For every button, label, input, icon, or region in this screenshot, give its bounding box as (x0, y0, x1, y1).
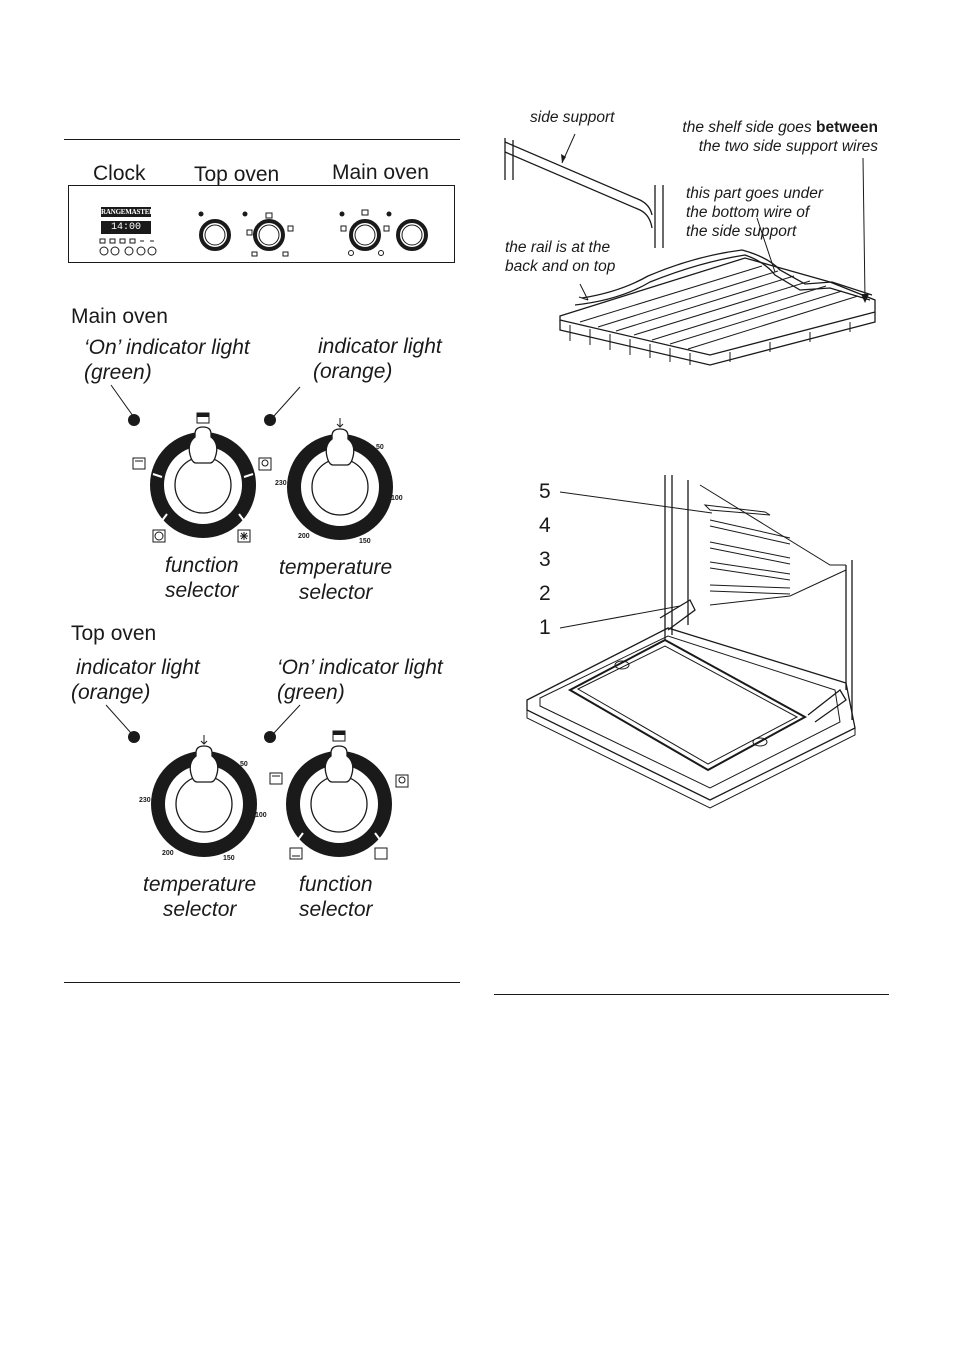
top-temperature-selector[interactable]: 50 100 150 200 230 (139, 735, 267, 862)
svg-text:150: 150 (223, 855, 235, 862)
main-ind-light-label: indicator light(orange) (313, 335, 442, 383)
shelf-position-5: 5 (539, 480, 551, 503)
top-heat-icon (269, 772, 283, 785)
brand-logo: RANGEMASTER (101, 207, 155, 217)
top-on-light-label: ‘On’ indicator light(green) (277, 656, 443, 704)
main-on-indicator-light (128, 414, 140, 426)
shelf-position-4: 4 (539, 514, 551, 537)
top-on-indicator-light (264, 731, 276, 743)
svg-text:230: 230 (275, 480, 287, 487)
svg-text:50: 50 (240, 761, 248, 768)
control-panel: RANGEMASTER 14:00 (68, 185, 455, 263)
svg-text:200: 200 (162, 850, 174, 857)
shelf-position-2: 2 (539, 582, 551, 605)
clock-label: Clock (93, 162, 146, 185)
main-temperature-selector[interactable]: 50 100 150 200 230 (275, 418, 403, 545)
shelf-position-1: 1 (539, 616, 551, 639)
main-on-light-label: ‘On’ indicator light(green) (84, 336, 250, 384)
top-oven-light-icon (395, 774, 409, 788)
base-heat-icon (132, 457, 146, 470)
oven-cavity (526, 475, 856, 809)
top-left-rule (64, 139, 460, 140)
between-label: the shelf side goes between the two side… (682, 119, 878, 155)
svg-text:100: 100 (391, 495, 403, 502)
position-1-leader (559, 605, 681, 629)
top-oven-heading: Top oven (71, 622, 157, 645)
bottom-left-rule (64, 982, 460, 983)
panel-controls (99, 209, 428, 257)
side-support-label: side support (530, 109, 615, 126)
top-orange-indicator-light (128, 731, 140, 743)
shelf-position-3: 3 (539, 548, 551, 571)
top-ind-light-label: indicator light(orange) (71, 656, 200, 704)
svg-text:50: 50 (376, 444, 384, 451)
position-5-leader (559, 491, 713, 514)
main-oven-heading: Main oven (71, 305, 168, 328)
bottom-right-rule (494, 994, 889, 995)
svg-text:230: 230 (139, 797, 151, 804)
top-function-selector[interactable] (286, 745, 392, 857)
top-grill-icon (332, 730, 346, 742)
fan-icon (152, 529, 166, 543)
grill-icon (196, 412, 210, 424)
svg-text:100: 100 (255, 812, 267, 819)
top-full-grill-icon (374, 847, 388, 860)
svg-text:150: 150 (359, 538, 371, 545)
clock-buttons[interactable] (99, 238, 157, 256)
oven-light-icon (258, 457, 272, 471)
main-orange-indicator-light (264, 414, 276, 426)
clock-display: 14:00 (101, 221, 151, 234)
main-oven-label: Main oven (332, 161, 429, 184)
defrost-icon (237, 529, 251, 543)
main-function-selector[interactable] (150, 426, 256, 538)
top-oven-label: Top oven (194, 163, 280, 186)
top-base-heat-icon (289, 847, 303, 860)
svg-text:200: 200 (298, 533, 310, 540)
